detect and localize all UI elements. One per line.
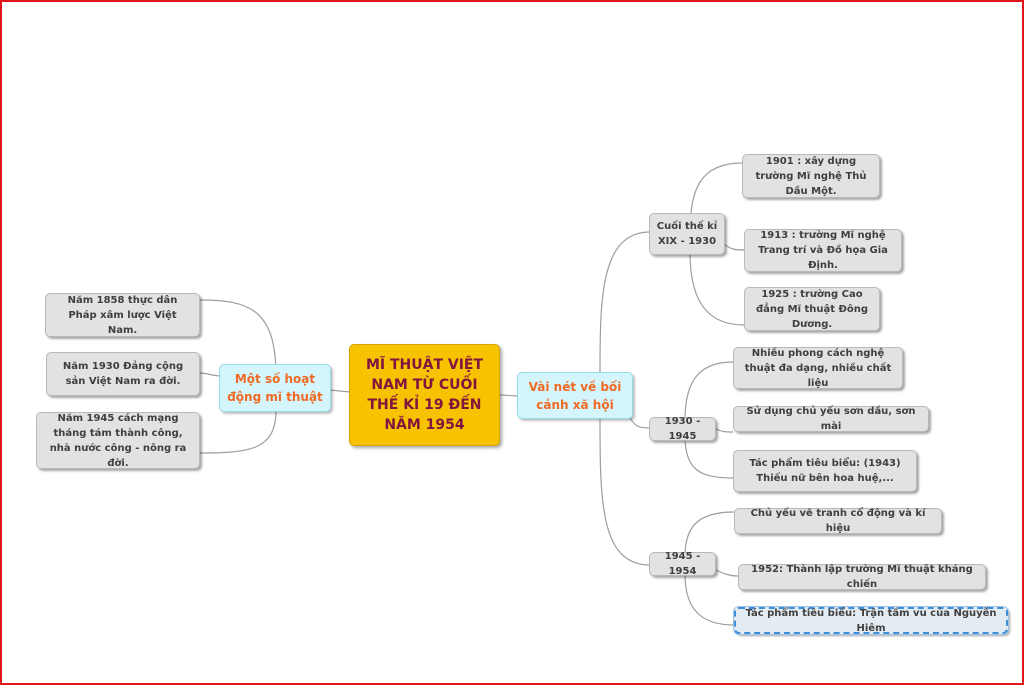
period-2-item-2-label: Sử dụng chủ yếu sơn dầu, sơn mài: [746, 406, 916, 432]
left-leaf-2[interactable]: Năm 1930 Đảng cộng sản Việt Nam ra đời.: [46, 352, 200, 396]
period-3-item-1[interactable]: Chủ yếu vẽ tranh cổ động và kí hiệu: [734, 508, 942, 534]
period-3-label: 1945 - 1954: [664, 551, 701, 577]
branch-right[interactable]: Vài nét về bối cảnh xã hội: [517, 372, 633, 419]
connector-central-right: [499, 394, 519, 397]
left-leaf-1[interactable]: Năm 1858 thực dân Pháp xâm lược Việt Nam…: [45, 293, 200, 337]
connector-central-left: [329, 389, 351, 393]
period-1-item-2-label: 1913 : trường Mĩ nghệ Trang trí và Đồ họ…: [758, 230, 888, 271]
connector-left-3: [199, 409, 277, 454]
branch-left-label: Một số hoạt động mĩ thuật: [227, 372, 323, 404]
branch-left[interactable]: Một số hoạt động mĩ thuật: [219, 364, 331, 412]
period-1-item-3[interactable]: 1925 : trường Cao đẳng Mĩ thuật Đông Dươ…: [744, 287, 880, 331]
connector-p1-3: [689, 251, 745, 326]
period-3[interactable]: 1945 - 1954: [649, 551, 716, 577]
period-2-item-3-label: Tác phẩm tiêu biểu: (1943) Thiếu nữ bên …: [749, 458, 901, 484]
connector-right-3: [599, 417, 651, 566]
period-2[interactable]: 1930 - 1945: [649, 416, 716, 442]
left-leaf-1-label: Năm 1858 thực dân Pháp xâm lược Việt Nam…: [67, 294, 178, 336]
period-2-item-1-label: Nhiều phong cách nghệ thuật đa dạng, nhi…: [744, 347, 892, 389]
connector-left-1: [199, 299, 277, 377]
period-1-label: Cuối thế kỉ XIX - 1930: [656, 221, 718, 247]
period-3-item-1-label: Chủ yếu vẽ tranh cổ động và kí hiệu: [750, 508, 926, 534]
period-2-item-3[interactable]: Tác phẩm tiêu biểu: (1943) Thiếu nữ bên …: [733, 450, 917, 492]
connector-p3-1: [684, 511, 735, 557]
connector-p3-2: [715, 569, 739, 577]
branch-right-label: Vài nét về bối cảnh xã hội: [528, 379, 622, 412]
period-2-item-1[interactable]: Nhiều phong cách nghệ thuật đa dạng, nhi…: [733, 347, 903, 389]
connector-right-2: [629, 417, 651, 429]
connector-right-1: [599, 231, 651, 376]
period-1-item-1-label: 1901 : xây dựng trường Mĩ nghệ Thủ Dầu M…: [755, 155, 867, 197]
period-3-item-3[interactable]: Tác phẩm tiêu biểu: Trận tầm vu của Nguy…: [734, 607, 1008, 634]
period-1-item-2[interactable]: 1913 : trường Mĩ nghệ Trang trí và Đồ họ…: [744, 229, 902, 272]
connector-p1-2: [721, 241, 745, 251]
connector-p2-3: [684, 435, 734, 479]
period-2-label: 1930 - 1945: [664, 416, 701, 442]
period-1-item-3-label: 1925 : trường Cao đẳng Mĩ thuật Đông Dươ…: [755, 288, 869, 330]
connector-p2-2: [713, 427, 734, 433]
period-1-item-1[interactable]: 1901 : xây dựng trường Mĩ nghệ Thủ Dầu M…: [742, 154, 880, 198]
period-3-item-2-label: 1952: Thành lập trường Mĩ thuật kháng ch…: [751, 564, 973, 590]
central-topic[interactable]: MĨ THUẬT VIỆT NAM TỪ CUỐI THẾ KỈ 19 ĐẾN …: [349, 344, 500, 446]
period-2-item-2[interactable]: Sử dụng chủ yếu sơn dầu, sơn mài: [733, 406, 929, 432]
left-leaf-3[interactable]: Năm 1945 cách mạng tháng tám thành công,…: [36, 412, 200, 469]
connector-p2-1: [684, 361, 734, 421]
left-leaf-2-label: Năm 1930 Đảng cộng sản Việt Nam ra đời.: [62, 361, 184, 387]
period-3-item-3-label: Tác phẩm tiêu biểu: Trận tầm vu của Nguy…: [745, 607, 997, 634]
central-topic-label: MĨ THUẬT VIỆT NAM TỪ CUỐI THẾ KỈ 19 ĐẾN …: [365, 357, 484, 433]
connector-p3-3: [684, 573, 735, 626]
left-leaf-3-label: Năm 1945 cách mạng tháng tám thành công,…: [49, 412, 187, 469]
period-1[interactable]: Cuối thế kỉ XIX - 1930: [649, 213, 725, 255]
period-3-item-2[interactable]: 1952: Thành lập trường Mĩ thuật kháng ch…: [738, 564, 986, 590]
